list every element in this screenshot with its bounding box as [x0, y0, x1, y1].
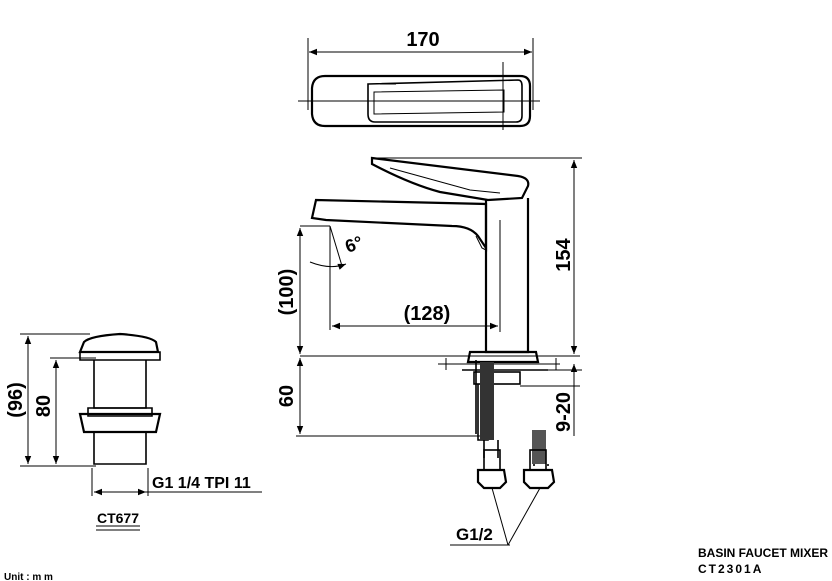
waste-model-label: CT677 [97, 510, 139, 526]
waste-cap [78, 332, 160, 354]
waste-body [93, 360, 147, 409]
top-view-outline [310, 74, 532, 128]
inlet-leader-right [507, 487, 541, 546]
dim-waste-overall: (96) [5, 382, 27, 418]
dim-waste-body: 80 [33, 395, 55, 417]
dim-overall-height: 154 [553, 237, 575, 271]
side-view [296, 156, 582, 546]
dim-base-height: 60 [276, 385, 298, 407]
dim-angle: 6° [342, 232, 365, 257]
dim-waste-thread: G1 1/4 TPI 11 [152, 475, 251, 492]
top-view [298, 38, 540, 130]
base-plate [466, 350, 540, 364]
spout-outline [310, 198, 488, 252]
drawing-title: BASIN FAUCET MIXER [698, 546, 828, 560]
inlet-leader-left [491, 487, 509, 546]
unit-label: Unit : m m [4, 572, 53, 581]
dim-top-width: 170 [406, 29, 439, 51]
model-number: CT2301A [698, 562, 763, 576]
dim-spout-reach: (128) [404, 303, 451, 325]
handle-outline [370, 156, 530, 202]
dim-spout-height: (100) [276, 269, 298, 316]
faucet-body-outline [484, 198, 530, 354]
waste-view [20, 332, 262, 531]
dim-deck-thickness: 9-20 [553, 392, 575, 432]
dim-inlet-thread: G1/2 [456, 525, 493, 544]
